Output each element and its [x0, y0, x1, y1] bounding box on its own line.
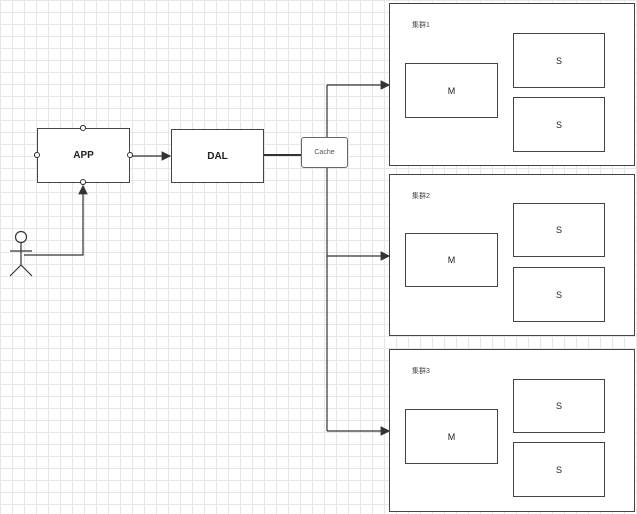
user-actor-icon — [9, 230, 33, 277]
cluster-1-slave-node-2[interactable]: S — [513, 97, 605, 152]
app-node[interactable]: APP — [37, 128, 130, 183]
cluster-2-slave-node-1[interactable]: S — [513, 203, 605, 257]
cluster-3-master-node[interactable]: M — [405, 409, 498, 464]
cluster-3-slave-node-1[interactable]: S — [513, 379, 605, 433]
cluster-1-label: 集群1 — [412, 22, 430, 29]
cluster-3-slave-node-2[interactable]: S — [513, 442, 605, 497]
cluster-2-slave-node-2[interactable]: S — [513, 267, 605, 322]
cluster-2-master-node[interactable]: M — [405, 233, 498, 287]
cluster-2-label: 集群2 — [412, 193, 430, 200]
cluster-1-slave-node-1[interactable]: S — [513, 33, 605, 88]
user-to-app-connector — [24, 184, 88, 256]
dal-node[interactable]: DAL — [171, 129, 264, 183]
cluster-3-label: 集群3 — [412, 368, 430, 375]
cluster-1-master-node[interactable]: M — [405, 63, 498, 118]
cache-node[interactable]: Cache — [301, 137, 348, 168]
